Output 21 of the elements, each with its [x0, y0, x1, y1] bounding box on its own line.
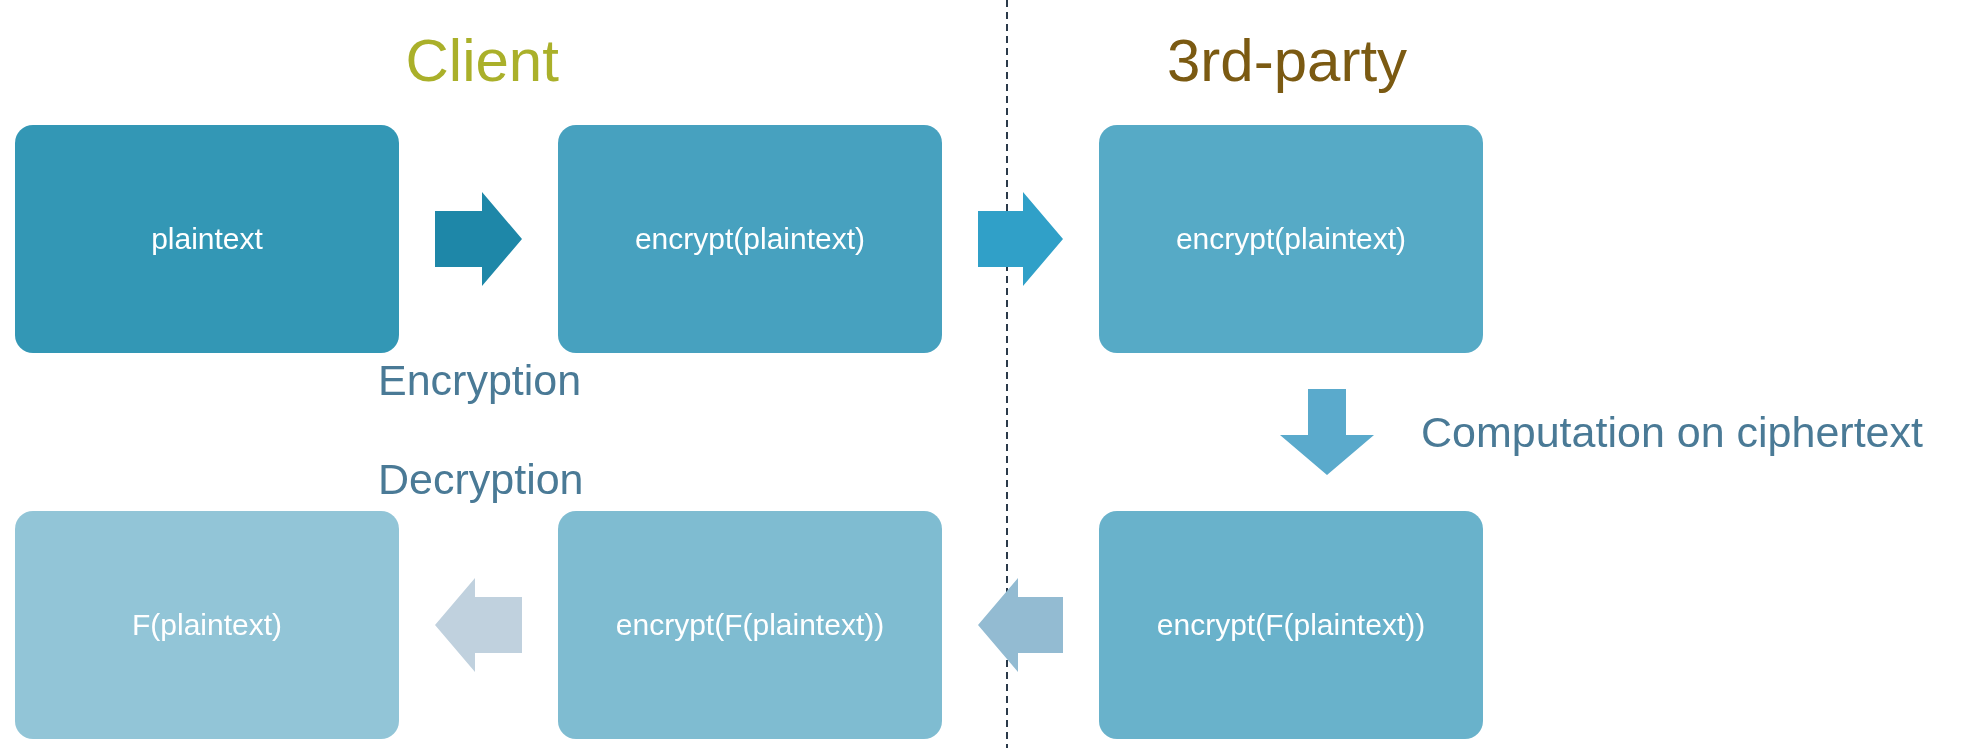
- block-arrow: [435, 578, 522, 672]
- process-box: [1099, 511, 1483, 739]
- step-label: Encryption: [378, 355, 582, 405]
- column-title: 3rd-party: [1167, 25, 1408, 95]
- box-label: encrypt(plaintext): [1175, 222, 1407, 256]
- step-label: Decryption: [378, 454, 584, 504]
- block-arrow: [978, 192, 1063, 286]
- box-label: encrypt(F(plaintext)): [1156, 608, 1426, 642]
- process-box: [558, 125, 942, 353]
- process-box: [15, 125, 399, 353]
- block-arrow: [435, 192, 522, 286]
- process-box: [558, 511, 942, 739]
- box-label: plaintext: [151, 222, 263, 256]
- block-arrow: [1280, 389, 1374, 475]
- process-box: [1099, 125, 1483, 353]
- box-label: F(plaintext): [131, 608, 282, 642]
- process-box: [15, 511, 399, 739]
- block-arrow: [978, 578, 1063, 672]
- box-label: encrypt(plaintext): [634, 222, 866, 256]
- column-title: Client: [405, 25, 559, 95]
- box-label: encrypt(F(plaintext)): [615, 608, 885, 642]
